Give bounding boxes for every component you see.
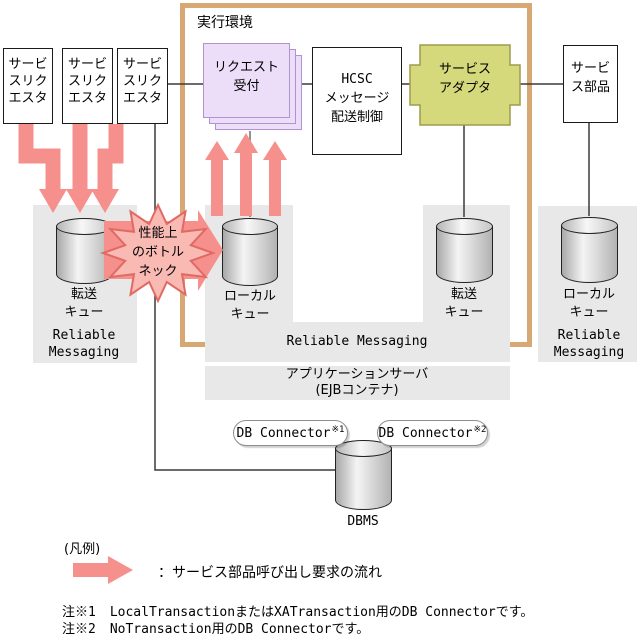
- transfer-queue-label-right: 転送 キュー: [444, 287, 484, 320]
- note-1-text: LocalTransactionまたはXATransaction用のDB Con…: [109, 605, 534, 620]
- note-2-text: NoTransaction用のDB Connectorです。: [109, 622, 370, 637]
- request-reception-box: リクエスト 受付: [203, 43, 290, 118]
- flow-arrow-down-1: [18, 124, 61, 190]
- flow-arrow-up-2-head: [234, 133, 258, 153]
- db-connector-2-label: DB Connector: [378, 425, 473, 441]
- db-connector-1-label: DB Connector: [236, 425, 331, 441]
- local-queue-cylinder-rightmost: [561, 217, 618, 283]
- reliable-messaging-band: [205, 322, 510, 362]
- local-queue-label-rightmost: ローカル キュー: [562, 287, 616, 320]
- service-requester-box-2: サービ スリク エスタ: [62, 48, 113, 124]
- notes-block: 注※1 LocalTransactionまたはXATransaction用のDB…: [62, 604, 533, 638]
- db-connector-2-note-ref: ※2: [473, 424, 487, 435]
- legend-flow-arrow-icon: [73, 556, 133, 584]
- db-connector-1-note-ref: ※1: [331, 424, 345, 435]
- local-queue-label-center: ローカル キュー: [223, 289, 277, 322]
- legend-title: (凡例): [64, 542, 101, 557]
- service-adapter-label: サービス アダプタ: [438, 62, 491, 96]
- note-2-marker: 注※2: [62, 622, 96, 637]
- note-1: 注※1 LocalTransactionまたはXATransaction用のDB…: [62, 604, 533, 621]
- dbms-label: DBMS: [347, 514, 379, 529]
- flow-arrow-up-3-head: [263, 141, 287, 160]
- legend-arrow-description: ：サービス部品呼び出し要求の流れ: [158, 565, 382, 581]
- service-adapter-shape: [409, 44, 521, 126]
- reliable-messaging-label-left: Reliable Messaging: [48, 328, 120, 360]
- transfer-queue-label-left: 転送 キュー: [64, 287, 104, 320]
- flow-arrow-up-1-head: [205, 141, 229, 160]
- service-requester-box-3: サービ スリク エスタ: [117, 48, 168, 124]
- execution-environment-label: 実行環境: [197, 15, 253, 31]
- note-1-marker: 注※1: [62, 605, 96, 620]
- db-connector-pill-2: DB Connector※2: [377, 420, 488, 446]
- note-2: 注※2 NoTransaction用のDB Connectorです。: [62, 621, 533, 638]
- db-connector-pill-1: DB Connector※1: [233, 420, 348, 446]
- local-queue-cylinder-center: [222, 218, 278, 286]
- flow-arrow-down-3-head: [91, 189, 119, 213]
- service-part-box: サービ ス部品: [563, 45, 618, 123]
- reliable-messaging-label-right: Reliable Messaging: [553, 328, 625, 360]
- bottleneck-label: 性能上 のボトル ネック: [131, 226, 185, 279]
- flow-arrow-down-1-head: [39, 189, 67, 213]
- app-server-band-label: アプリケーションサーバ (EJBコンテナ): [285, 367, 429, 398]
- transfer-queue-cylinder-right: [436, 218, 493, 283]
- dbms-cylinder: [335, 440, 392, 510]
- service-requester-box-1: サービ スリク エスタ: [3, 48, 53, 124]
- flow-arrow-down-2-head: [66, 189, 94, 213]
- hcsc-message-control-box: HCSC メッセージ 配送制御: [312, 47, 402, 155]
- flow-arrow-down-3: [97, 124, 124, 190]
- app-server-band: [205, 366, 510, 400]
- reliable-messaging-band-label: Reliable Messaging: [286, 334, 428, 349]
- bottleneck-burst: [99, 202, 217, 304]
